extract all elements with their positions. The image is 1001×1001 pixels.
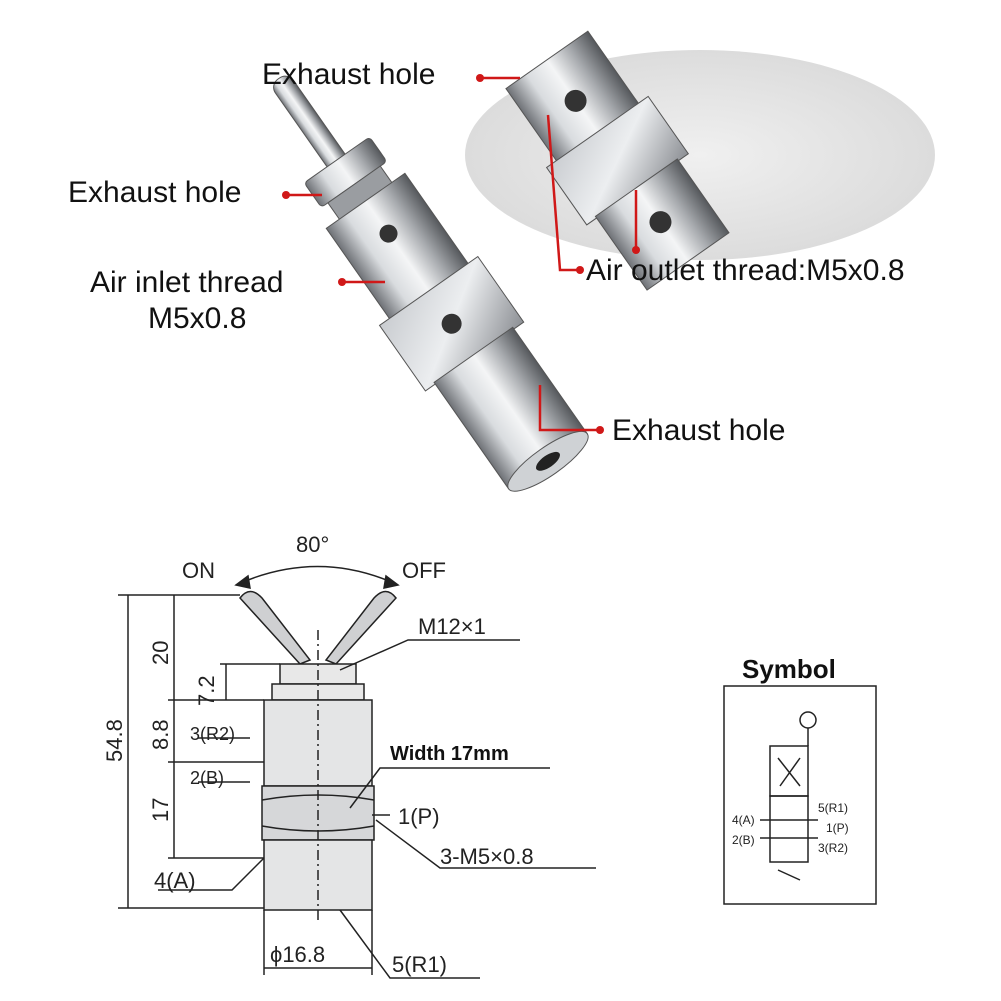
port-1p: 1(P) — [398, 804, 440, 829]
symbol-p3r2: 3(R2) — [818, 841, 848, 855]
callout-air-inlet: Air inlet thread — [90, 266, 283, 299]
leader-lines — [286, 76, 638, 432]
ports-thread: 3-M5×0.8 — [440, 844, 534, 869]
dim-8-8: 8.8 — [148, 719, 173, 750]
width-label: Width 17mm — [390, 743, 509, 765]
thread-top-label: M12×1 — [418, 614, 486, 639]
callout-exhaust-side: Exhaust hole — [68, 176, 241, 209]
dim-7-2: 7.2 — [194, 675, 219, 706]
leader-dots — [282, 74, 640, 434]
symbol-p5r1: 5(R1) — [818, 801, 848, 815]
symbol-p1p: 1(P) — [826, 821, 849, 835]
on-label: ON — [182, 558, 215, 583]
valve-photo — [273, 75, 589, 492]
port-4a: 4(A) — [154, 868, 196, 893]
dimension-drawing — [118, 565, 596, 979]
port-5r1: 5(R1) — [392, 952, 447, 977]
zoom-detail — [465, 30, 935, 291]
valve-symbol — [723, 685, 877, 905]
symbol-title: Symbol — [742, 654, 836, 684]
callout-exhaust-bottom: Exhaust hole — [612, 414, 785, 447]
dim-17: 17 — [148, 798, 173, 822]
symbol-p2b: 2(B) — [732, 833, 755, 847]
off-label: OFF — [402, 558, 446, 583]
symbol-p4a: 4(A) — [732, 813, 755, 827]
dim-20: 20 — [148, 641, 173, 665]
port-2b: 2(B) — [190, 768, 224, 788]
angle-label: 80° — [296, 532, 329, 557]
callout-air-inlet-thread: M5x0.8 — [148, 302, 246, 335]
dim-54-8: 54.8 — [102, 719, 127, 762]
diameter-label: ϕ16.8 — [270, 942, 325, 967]
callout-exhaust-top: Exhaust hole — [262, 58, 435, 91]
port-3r2: 3(R2) — [190, 724, 235, 744]
callout-air-outlet: Air outlet thread:M5x0.8 — [586, 254, 905, 287]
